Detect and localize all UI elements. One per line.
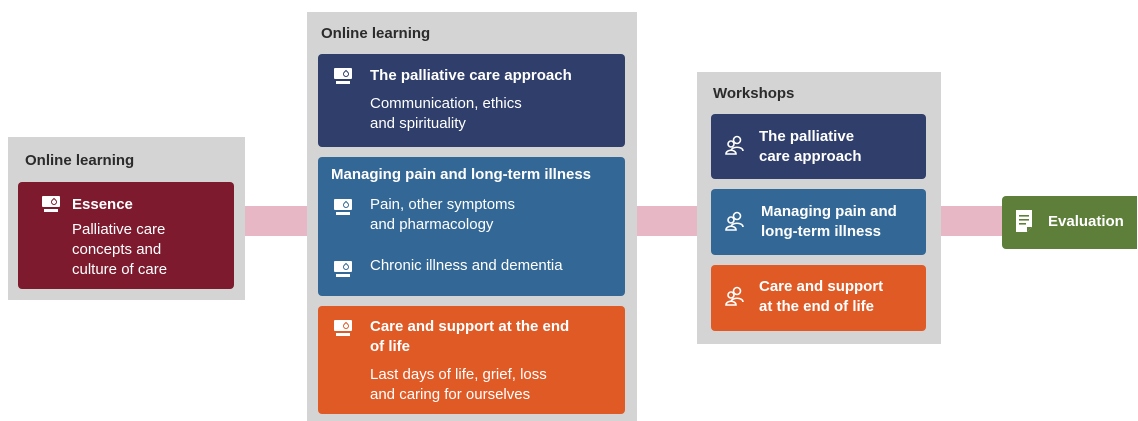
stage1-title: Online learning [25,152,135,169]
stage2-title: Online learning [321,25,431,42]
essence-line-2: concepts and [72,241,162,258]
people-icon [725,135,744,155]
stage3-title: Workshops [713,85,795,102]
end-of-life-workshop-line-1: Care and support [759,278,884,295]
approach-online-card[interactable]: The palliative care approach Communicati… [318,54,625,147]
essence-card[interactable]: Essence Palliative care concepts and cul… [18,182,234,289]
stage1-panel: Online learning Essence Palliative care … [8,137,245,300]
approach-workshop-card[interactable]: The palliative care approach [711,114,926,179]
people-icon [725,211,744,231]
approach-online-line-1: Communication, ethics [370,95,522,112]
stage3-panel: Workshops The palliative care approach M… [697,72,941,344]
approach-workshop-line-2: care approach [759,148,862,165]
pain-item2-text: Chronic illness and dementia [370,257,563,274]
end-of-life-online-line-2: and caring for ourselves [370,386,531,403]
essence-line-3: culture of care [72,261,168,278]
connector-1-2 [243,206,309,236]
end-of-life-online-card[interactable]: Care and support at the end of life Last… [318,306,625,414]
connector-2-3 [636,206,698,236]
end-of-life-online-title-1: Care and support at the end [370,318,570,335]
pain-item1-line-1: Pain, other symptoms [370,196,516,213]
pain-workshop-card[interactable]: Managing pain and long-term illness [711,189,926,255]
evaluation-label: Evaluation [1048,213,1124,230]
document-icon [1016,210,1032,232]
pain-online-card[interactable]: Managing pain and long-term illness Pain… [318,157,625,296]
approach-workshop-line-1: The palliative [759,128,855,145]
people-icon [725,286,744,306]
essence-title: Essence [72,196,133,213]
essence-line-1: Palliative care [72,221,166,238]
connector-3-eval [940,206,1004,236]
pain-item1-line-2: and pharmacology [370,216,494,233]
end-of-life-workshop-line-2: at the end of life [759,298,875,315]
end-of-life-online-line-1: Last days of life, grief, loss [370,366,547,383]
pain-workshop-line-1: Managing pain and [761,203,897,220]
end-of-life-workshop-card[interactable]: Care and support at the end of life [711,265,926,331]
end-of-life-online-title-2: of life [370,338,410,355]
evaluation-card[interactable]: Evaluation [1002,196,1137,249]
pain-online-title: Managing pain and long-term illness [331,166,592,183]
pain-workshop-line-2: long-term illness [761,223,882,240]
approach-online-title: The palliative care approach [370,67,572,84]
approach-online-line-2: and spirituality [370,115,466,132]
stage2-panel: Online learning The palliative care appr… [307,12,637,421]
